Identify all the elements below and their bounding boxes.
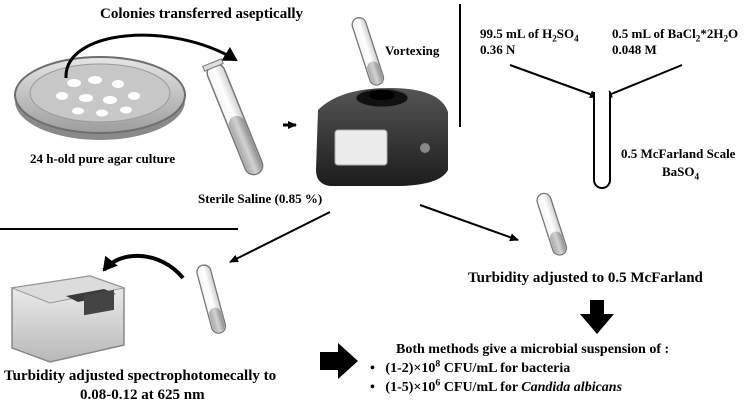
spectro-curved-arrow [102,253,185,280]
vortexer-icon [316,88,448,186]
mcfarland-adjust-tube-icon [536,192,568,256]
petri-dish-icon [14,56,186,140]
mcfarland-scale-label: 0.5 McFarland Scale [621,146,736,161]
transfer-curved-arrow [64,33,238,79]
mcfarland-tube-icon [593,92,611,189]
spectrophotometer-icon [10,275,126,363]
bacl2-arrow [603,64,683,98]
bacl2-volume-label: 0.5 mL of BaCl2*2H2O [612,26,739,44]
turbidity-mcfarland-label: Turbidity adjusted to 0.5 McFarland [468,270,703,286]
h2so4-conc-label: 0.36 N [480,42,516,57]
baso4-label: BaSO4 [662,164,700,182]
h2so4-arrow [509,64,599,99]
vortex-tube-icon [351,17,385,86]
vortex-to-mcfarland-arrow [419,204,519,242]
both-methods-label: Both methods give a microbial suspension… [396,342,670,357]
bacl2-conc-label: 0.048 M [612,42,657,57]
sterile-saline-label: Sterile Saline (0.85 %) [198,191,323,206]
right-block-arrow [320,343,358,379]
bullet-candida: • (1-5)×106 CFU/mL for Candida albicans [370,377,623,395]
saline-tube-icon [202,58,264,176]
vortex-to-spectro-arrow [229,211,331,263]
agar-culture-label: 24 h-old pure agar culture [30,151,176,166]
spectro-tube-icon [196,264,227,334]
down-block-arrow [580,300,614,334]
turbidity-spectro-line1: Turbidity adjusted spectrophotomecally t… [4,368,277,384]
colonies-transferred-label: Colonies transferred aseptically [100,6,304,22]
turbidity-spectro-line2: 0.08-0.12 at 625 nm [80,387,205,403]
bullet-bacteria: • (1-2)×108 CFU/mL for bacteria [370,358,571,376]
vortexing-label: Vortexing [385,43,440,58]
h2so4-volume-label: 99.5 mL of H2SO4 [480,26,579,44]
